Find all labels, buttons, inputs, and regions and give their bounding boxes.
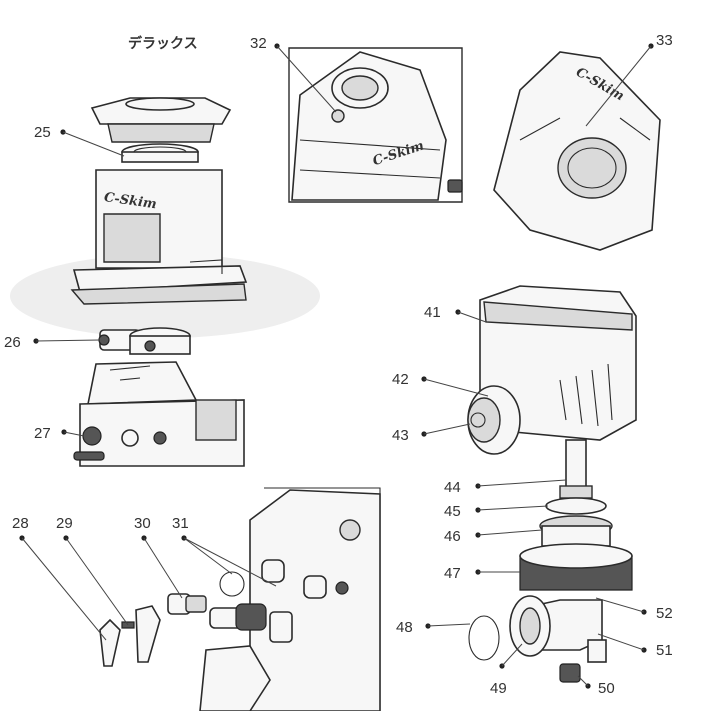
callout-30: 30: [134, 515, 151, 532]
callout-44: 44: [444, 479, 461, 496]
callout-32: 32: [250, 35, 267, 52]
callout-31: 31: [172, 515, 189, 532]
callout-45: 45: [444, 503, 461, 520]
diagram-title: デラックス: [128, 35, 198, 52]
body-27: [73, 361, 245, 467]
callout-46: 46: [444, 528, 461, 545]
callout-43: 43: [392, 427, 409, 444]
callout-48: 48: [396, 619, 413, 636]
callouts: 25 26 27 28 29 30 31 32 33: [4, 32, 673, 697]
callout-26: 26: [4, 334, 21, 351]
callout-41: 41: [424, 304, 441, 321]
callout-33: 33: [656, 32, 673, 49]
callout-25: 25: [34, 124, 51, 141]
callout-42: 42: [392, 371, 409, 388]
callout-47: 47: [444, 565, 461, 582]
callout-52: 52: [656, 605, 673, 622]
callout-49: 49: [490, 680, 507, 697]
bottom-detail-panel: [199, 487, 381, 711]
pump-assembly: [467, 285, 637, 683]
callout-29: 29: [56, 515, 73, 532]
callout-51: 51: [656, 642, 673, 659]
cup-logo: C-Skim: [103, 190, 157, 212]
callout-28: 28: [12, 515, 29, 532]
callout-27: 27: [34, 425, 51, 442]
detail-32: C-Skim: [288, 47, 463, 203]
connector-26: [98, 327, 191, 355]
detail-33: C-Skim: [493, 51, 661, 251]
valve-parts: [99, 571, 245, 667]
skimmer-cup-assembly: C-Skim: [70, 97, 248, 305]
callout-50: 50: [598, 680, 615, 697]
